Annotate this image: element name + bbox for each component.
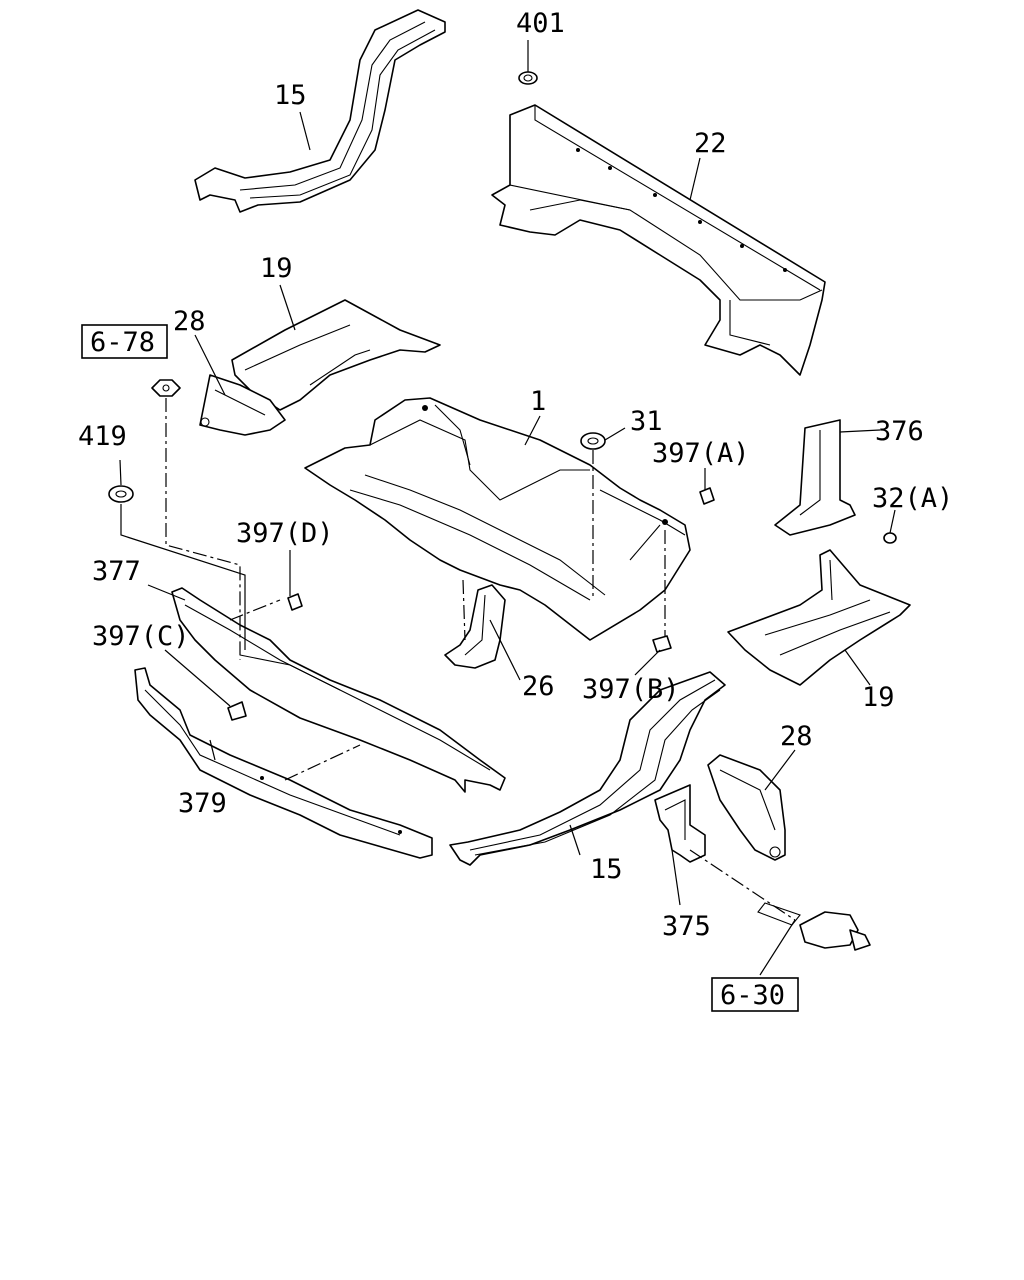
leader-lines	[119, 40, 896, 976]
label-419: 419	[78, 421, 127, 452]
label-1: 1	[530, 386, 546, 417]
part-397d-clip	[287, 593, 303, 611]
sensor-6-30	[757, 902, 871, 951]
label-397a: 397(A)	[652, 438, 750, 469]
part-1-floor-panel	[304, 397, 691, 641]
part-26-bracket	[444, 584, 506, 669]
label-397d: 397(D)	[236, 518, 334, 549]
label-6-30[interactable]: 6-30	[720, 980, 785, 1011]
part-32a-grommet	[883, 532, 897, 544]
part-376-bracket	[774, 419, 856, 536]
part-379-bar	[134, 667, 433, 859]
label-401: 401	[516, 8, 565, 39]
callout-labels: 401 15 22 19 28 6-78 1 31 397(A) 376 419…	[78, 8, 953, 1011]
label-19-upper: 19	[260, 253, 293, 284]
part-375-bracket	[654, 784, 706, 863]
part-31-grommet	[580, 432, 606, 450]
alignment-lines	[165, 398, 796, 921]
part-397c-clip	[227, 701, 247, 721]
label-28-lower: 28	[780, 721, 813, 752]
label-31: 31	[630, 406, 663, 437]
label-15-lower: 15	[590, 854, 623, 885]
part-397a-clip	[699, 487, 715, 505]
label-397c: 397(C)	[92, 621, 190, 652]
part-419-grommet	[108, 485, 134, 503]
nut-6-78	[151, 379, 181, 397]
part-377-member	[171, 587, 506, 793]
label-375: 375	[662, 911, 711, 942]
part-19-left-panel	[231, 299, 441, 411]
label-379: 379	[178, 788, 227, 819]
part-15-lower-rail	[449, 671, 726, 866]
label-6-78[interactable]: 6-78	[90, 327, 155, 358]
part-15-upper-rail	[194, 9, 446, 213]
label-377: 377	[92, 556, 141, 587]
ref-6-30[interactable]	[711, 977, 799, 1012]
label-397b: 397(B)	[582, 674, 680, 705]
part-397b-clip	[652, 635, 672, 653]
label-15-upper: 15	[274, 80, 307, 111]
part-28-right-bracket	[707, 754, 786, 861]
ref-6-78[interactable]	[81, 324, 168, 359]
label-22: 22	[694, 128, 727, 159]
label-26: 26	[522, 671, 555, 702]
label-28-upper: 28	[173, 306, 206, 337]
part-22-crossmember	[491, 104, 826, 376]
label-32a: 32(A)	[872, 483, 953, 514]
part-401-clip	[518, 71, 538, 85]
label-19-lower: 19	[862, 682, 895, 713]
label-376: 376	[875, 416, 924, 447]
part-19-right-panel	[727, 549, 911, 686]
part-28-left-bracket	[199, 374, 286, 436]
